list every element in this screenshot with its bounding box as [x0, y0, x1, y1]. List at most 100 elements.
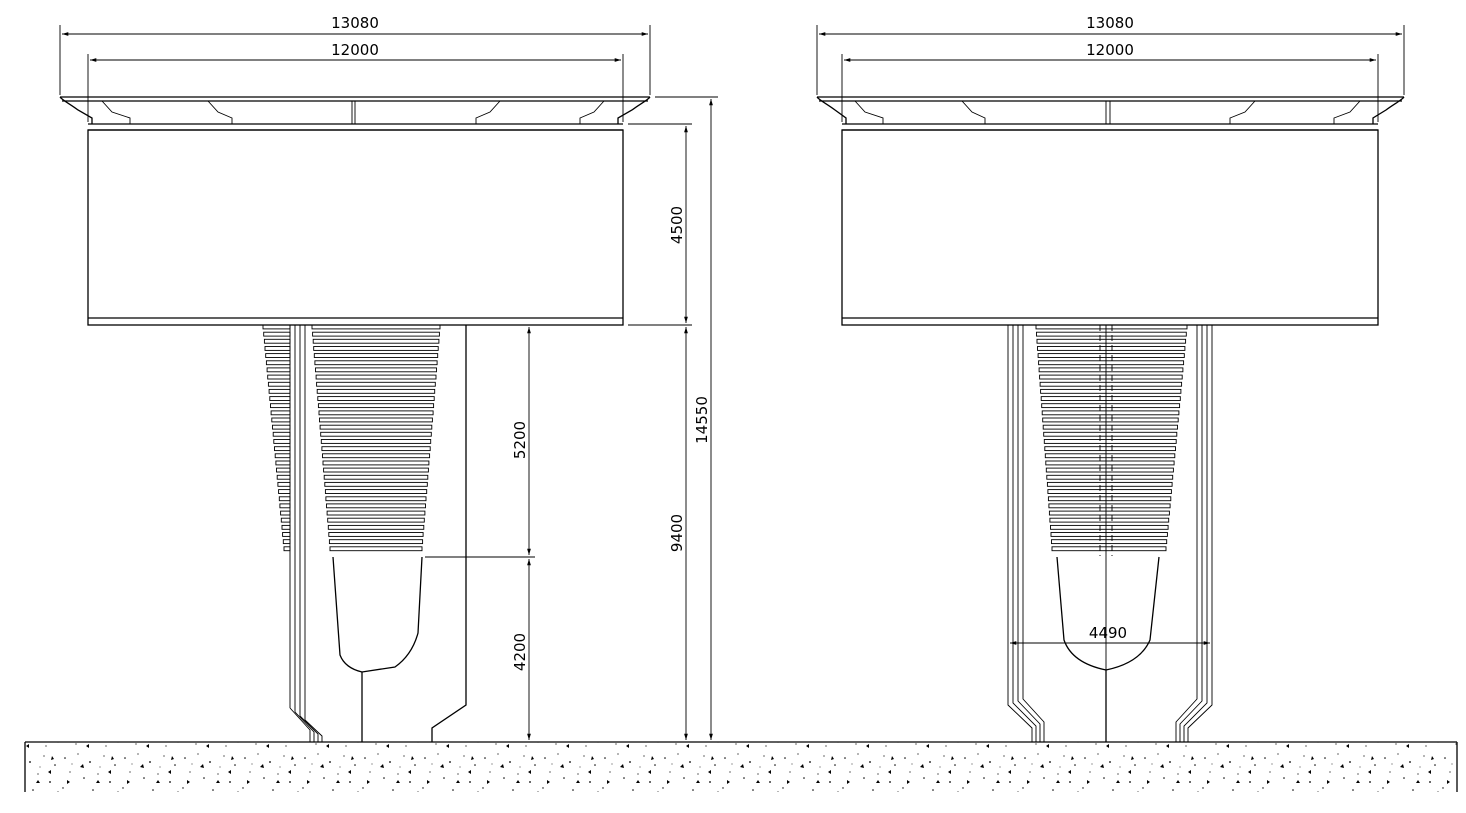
column-slat	[323, 467, 429, 473]
column-slat	[1044, 453, 1176, 459]
column-slat	[1039, 374, 1183, 380]
column-slat	[329, 546, 423, 552]
column-slat	[282, 532, 291, 537]
column-slat	[274, 446, 291, 452]
column-slat	[1035, 324, 1188, 330]
column-slat	[1051, 546, 1167, 552]
column-slat	[276, 467, 291, 473]
column-slat	[280, 510, 291, 516]
column-slat	[1044, 446, 1176, 452]
column-slat	[268, 388, 291, 394]
column-right	[1007, 324, 1213, 742]
dim-tapered-section: 5200	[511, 421, 529, 459]
column-slat	[1037, 346, 1186, 351]
column-slat	[316, 388, 436, 394]
column-slat	[263, 338, 291, 344]
column-slat	[265, 353, 291, 358]
column-slat	[327, 517, 425, 523]
column-slat	[272, 424, 291, 430]
column-slat	[312, 331, 440, 337]
column-slat	[1050, 532, 1168, 537]
column-slat	[313, 346, 439, 351]
column-slat	[325, 496, 427, 502]
column-slat	[282, 539, 291, 545]
column-slat	[322, 453, 431, 459]
column-slat	[275, 460, 291, 466]
column-slat	[1038, 360, 1185, 366]
column-slat	[1046, 481, 1173, 487]
dim-base-section: 4200	[511, 633, 529, 671]
column-slat	[265, 360, 291, 366]
column-slat	[318, 410, 434, 416]
column-slat	[281, 524, 291, 530]
column-slat	[267, 381, 291, 387]
column-slat	[1040, 396, 1181, 401]
column-slat	[323, 474, 429, 480]
column-slat	[316, 381, 436, 387]
column-slat	[1048, 503, 1171, 509]
pier-cap-left	[87, 129, 624, 326]
column-slat	[1050, 524, 1169, 530]
column-slat	[324, 489, 428, 494]
column-slat	[273, 439, 291, 444]
column-slat	[1042, 424, 1178, 430]
column-slat	[328, 539, 424, 545]
column-slat	[276, 474, 291, 480]
column-slat	[311, 324, 441, 330]
elevation-left	[59, 96, 651, 742]
column-slat	[1043, 431, 1178, 437]
deck-left	[59, 96, 651, 131]
column-slat	[1047, 496, 1172, 502]
column-slat	[317, 396, 435, 401]
elevation-right	[816, 96, 1405, 742]
column-slat	[264, 346, 291, 351]
dim-inner-width-left: 12000	[331, 41, 379, 59]
column-slat	[1046, 474, 1174, 480]
column-slat	[280, 517, 291, 523]
column-slat	[320, 431, 432, 437]
column-slat	[320, 439, 432, 444]
column-slat	[1041, 410, 1180, 416]
column-slat	[1042, 417, 1179, 423]
dim-girder-height: 4500	[668, 206, 686, 244]
column-slat	[1051, 539, 1168, 545]
column-slat	[1049, 517, 1170, 523]
column-slat	[321, 446, 431, 452]
column-slat	[269, 396, 291, 401]
column-slat	[317, 403, 435, 409]
column-slat	[263, 331, 291, 337]
column-slat	[274, 453, 291, 459]
column-slat	[270, 410, 291, 416]
column-slat	[1047, 489, 1172, 494]
column-slat	[272, 431, 291, 437]
column-slat	[266, 367, 291, 373]
dim-overall-width-right: 13080	[1086, 14, 1134, 32]
column-slat	[1043, 439, 1177, 444]
column-slat	[271, 417, 291, 423]
column-slat	[327, 524, 425, 530]
column-slat	[1038, 367, 1184, 373]
column-slat	[1045, 467, 1174, 473]
column-slat	[313, 353, 439, 358]
dimensions-left: 13080 12000 14550 4500 9400 5200 4200	[59, 14, 718, 740]
column-slat	[1041, 403, 1181, 409]
pier-cap-right	[841, 129, 1379, 326]
column-slat	[328, 532, 424, 537]
column-slat	[1045, 460, 1175, 466]
column-slat	[326, 503, 426, 509]
dim-base-width: 4490	[1089, 624, 1127, 642]
column-slat	[267, 374, 291, 380]
column-slat	[277, 481, 291, 487]
column-slat	[314, 360, 438, 366]
column-slat	[315, 374, 437, 380]
column-slat	[315, 367, 437, 373]
dim-pier-height: 9400	[668, 514, 686, 552]
column-slat	[283, 546, 291, 552]
column-slat	[1036, 331, 1187, 337]
column-slat	[270, 403, 291, 409]
column-slat	[1036, 338, 1187, 344]
dimensions-right: 13080 12000 4490	[816, 14, 1405, 645]
column-slat	[319, 417, 433, 423]
column-slat	[322, 460, 430, 466]
